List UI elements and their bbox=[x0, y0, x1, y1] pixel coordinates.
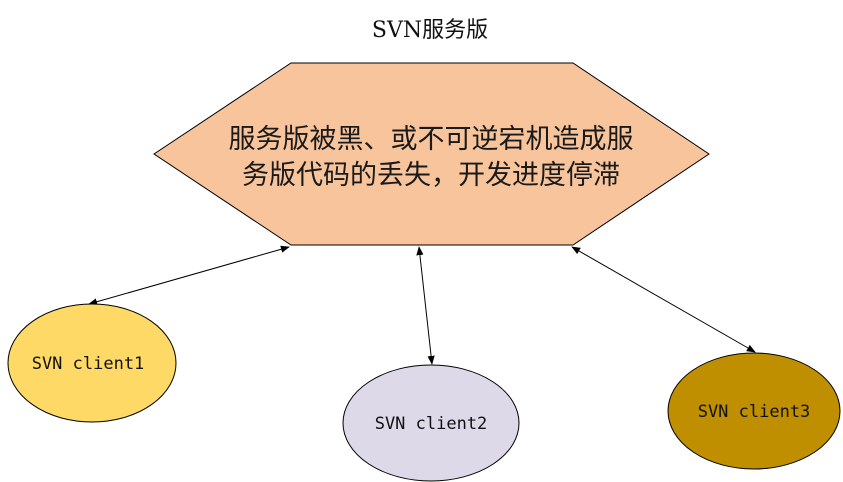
client1-ellipse bbox=[7, 303, 177, 423]
server-text-line2: 务版代码的丢失，开发进度停滞 bbox=[242, 160, 620, 191]
client3-ellipse bbox=[667, 352, 841, 470]
client2-label: SVN client2 bbox=[375, 414, 488, 434]
server-node: 服务版被黑、或不可逆宕机造成服 务版代码的丢失，开发进度停滞 bbox=[153, 62, 710, 246]
client3-label: SVN client3 bbox=[698, 402, 811, 422]
client-node-2: SVN client2 bbox=[342, 364, 520, 482]
client-node-3: SVN client3 bbox=[667, 352, 841, 470]
server-text-line1: 服务版被黑、或不可逆宕机造成服 bbox=[229, 124, 634, 155]
diagram-title: SVN服务版 bbox=[372, 18, 488, 43]
client-node-1: SVN client1 bbox=[7, 303, 177, 423]
client2-ellipse bbox=[342, 364, 520, 482]
client1-label: SVN client1 bbox=[32, 354, 145, 374]
connector-client2 bbox=[416, 246, 435, 365]
connector-client1 bbox=[88, 245, 290, 306]
server-hexagon bbox=[153, 62, 710, 246]
connector-client3 bbox=[571, 246, 756, 353]
